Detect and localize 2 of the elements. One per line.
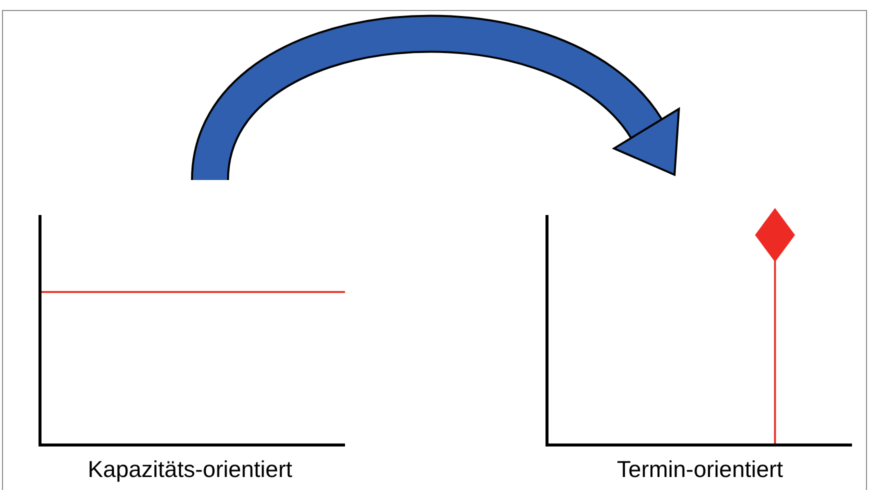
chart-label: Kapazitäts-orientiert xyxy=(86,455,294,484)
chart-label: Termin-orientiert xyxy=(616,455,784,484)
